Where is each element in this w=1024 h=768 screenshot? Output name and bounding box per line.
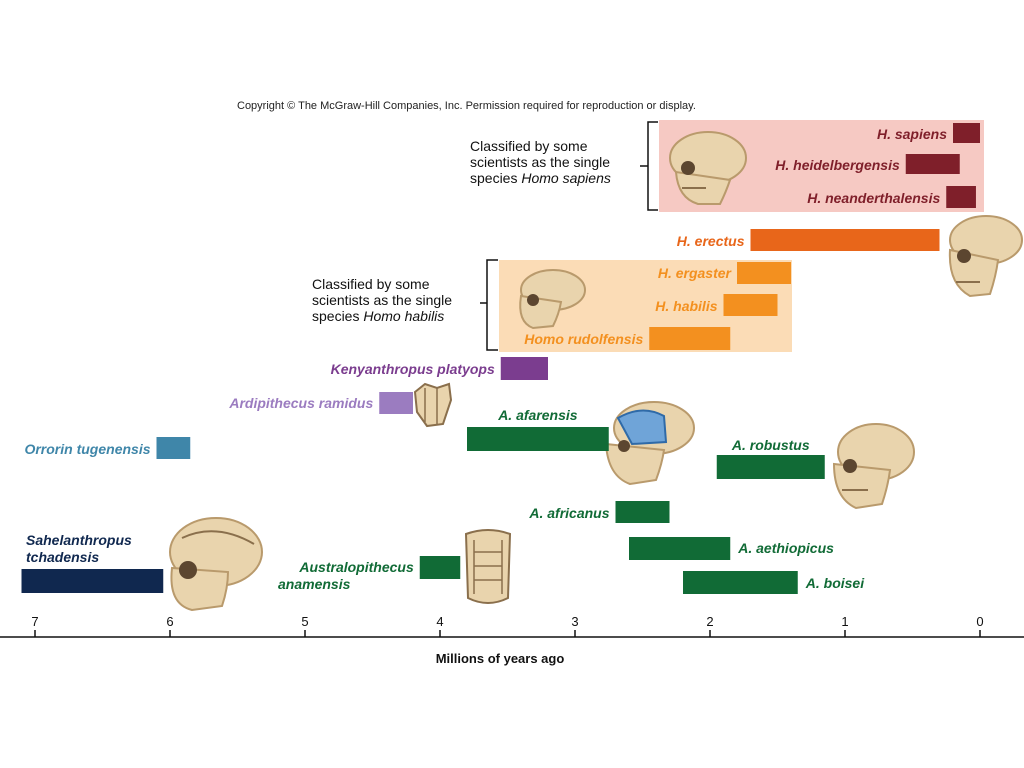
australopithecus-anamensis-bar <box>419 556 461 579</box>
axis-tick-label: 3 <box>571 614 578 629</box>
time-axis-ticks: 7 6 5 4 3 2 1 0 <box>31 614 984 637</box>
note-habilis-line3: species Homo habilis <box>312 308 452 324</box>
axis-tick-label: 4 <box>436 614 443 629</box>
australopithecus-anamensis-label-line1: Australopithecus <box>298 559 414 575</box>
ardipithecus-ramidus-label: Ardipithecus ramidus <box>228 395 373 411</box>
note-habilis-line2: scientists as the single <box>312 292 453 308</box>
orrorin-tugenensis-bar <box>156 437 191 459</box>
species-labels: H. sapiens H. heidelbergensis H. neanderth… <box>24 126 947 592</box>
a-robustus-label: A. robustus <box>731 437 810 453</box>
a-afarensis-label: A. afarensis <box>497 407 578 423</box>
a-boisei-bar <box>683 571 798 594</box>
copyright-notice: Copyright © The McGraw-Hill Companies, I… <box>237 100 696 112</box>
robustus-skull-icon <box>832 423 915 510</box>
orrorin-tugenensis-label: Orrorin tugenensis <box>24 441 150 457</box>
time-axis-label: Millions of years ago <box>436 651 565 666</box>
a-africanus-bar <box>615 501 670 523</box>
species-bars <box>21 123 980 594</box>
kenyanthropus-platyops-bar <box>500 357 548 380</box>
h-sapiens-label: H. sapiens <box>877 126 947 142</box>
note-sapiens-line1: Classified by some <box>470 138 588 154</box>
note-habilis-line3-prefix: species <box>312 308 364 324</box>
note-sapiens-line3-italic: Homo sapiens <box>521 170 611 186</box>
a-aethiopicus-bar <box>629 537 731 560</box>
note-habilis-line3-italic: Homo habilis <box>363 308 445 324</box>
sapiens-skull-icon <box>669 131 747 205</box>
note-homo-sapiens: Classified by some scientists as the sin… <box>470 138 611 186</box>
sahelanthropus-skull-icon <box>169 517 263 612</box>
note-sapiens-line3-prefix: species <box>470 170 522 186</box>
sahelanthropus-tchadensis-label-line2: tchadensis <box>26 549 99 565</box>
note-habilis-line1: Classified by some <box>312 276 430 292</box>
note-sapiens-line3: species Homo sapiens <box>470 170 611 186</box>
axis-tick-label: 1 <box>841 614 848 629</box>
note-homo-habilis: Classified by some scientists as the sin… <box>312 276 452 324</box>
axis-tick-label: 6 <box>166 614 173 629</box>
habilis-skull-icon <box>519 269 586 330</box>
axis-tick-label: 7 <box>31 614 38 629</box>
axis-tick-label: 2 <box>706 614 713 629</box>
h-ergaster-bar <box>737 262 791 284</box>
a-robustus-bar <box>716 455 825 479</box>
sahelanthropus-tchadensis-bar <box>21 569 164 593</box>
axis-tick-label: 0 <box>976 614 983 629</box>
note-sapiens-line2: scientists as the single <box>470 154 611 170</box>
h-neanderthalensis-label: H. neanderthalensis <box>807 190 940 206</box>
australopithecus-anamensis-label-line2: anamensis <box>278 576 351 592</box>
h-neanderthalensis-bar <box>946 186 976 208</box>
h-ergaster-label: H. ergaster <box>658 265 733 281</box>
h-erectus-label: H. erectus <box>677 233 745 249</box>
h-heidelbergensis-bar <box>905 154 960 174</box>
kenyanthropus-platyops-label: Kenyanthropus platyops <box>331 361 495 377</box>
axis-tick-label: 5 <box>301 614 308 629</box>
habilis-bracket <box>480 259 498 351</box>
homo-rudolfensis-label: Homo rudolfensis <box>524 331 643 347</box>
anamensis-jaw-icon <box>464 529 512 604</box>
erectus-skull-icon <box>948 215 1023 298</box>
a-aethiopicus-label: A. aethiopicus <box>737 540 834 556</box>
homo-rudolfensis-bar <box>649 327 731 350</box>
a-africanus-label: A. africanus <box>528 505 609 521</box>
afarensis-skull-icon <box>604 401 695 486</box>
a-boisei-label: A. boisei <box>805 575 865 591</box>
a-afarensis-bar <box>467 427 609 451</box>
ardipithecus-ramidus-bar <box>379 392 413 414</box>
ardipithecus-teeth-icon <box>413 382 453 428</box>
h-habilis-label: H. habilis <box>655 298 717 314</box>
h-erectus-bar <box>750 229 940 251</box>
h-sapiens-bar <box>953 123 980 143</box>
h-heidelbergensis-label: H. heidelbergensis <box>775 157 900 173</box>
sahelanthropus-tchadensis-label-line1: Sahelanthropus <box>26 532 132 548</box>
sapiens-bracket <box>640 121 658 211</box>
h-habilis-bar <box>723 294 778 316</box>
